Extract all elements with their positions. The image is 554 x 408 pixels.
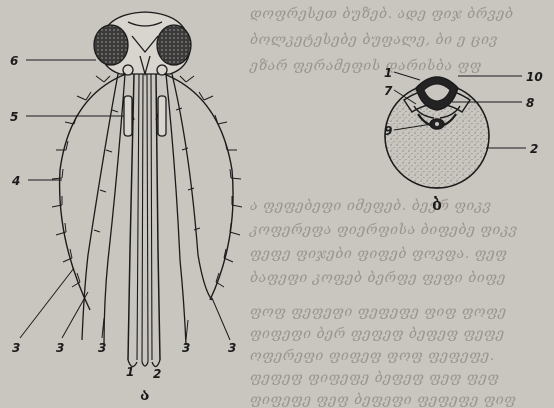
label-10-labrum: 10 bbox=[526, 70, 543, 84]
label-3-palp: 3 bbox=[98, 341, 106, 355]
antenna-left bbox=[60, 74, 126, 310]
label-8-maxilla: 8 bbox=[526, 96, 534, 110]
label-1-stylet: 1 bbox=[126, 365, 134, 379]
figure-b-caption: ბ bbox=[432, 195, 442, 214]
label-3-palp: 3 bbox=[56, 341, 64, 355]
antenna-right bbox=[164, 74, 233, 300]
label-3-palp: 3 bbox=[12, 341, 20, 355]
label-6-eye: 6 bbox=[10, 54, 18, 68]
label-5-labium: 5 bbox=[10, 110, 18, 124]
compound-eye-left bbox=[94, 25, 128, 65]
label-1-labrum-edge: 1 bbox=[384, 66, 392, 80]
palp-left-inner bbox=[104, 74, 125, 345]
palp-left-outer bbox=[82, 74, 118, 340]
compound-eye-right bbox=[157, 25, 191, 65]
label-4-antenna: 4 bbox=[11, 174, 20, 188]
label-2-labium: 2 bbox=[530, 142, 538, 156]
label-9-hypopharynx: 9 bbox=[384, 124, 392, 138]
label-3-palp: 3 bbox=[182, 341, 190, 355]
figure-a-mosquito-head bbox=[52, 12, 242, 367]
stylet-hypopharynx bbox=[147, 74, 148, 362]
stylet-labrum bbox=[137, 74, 139, 360]
figure-a-caption: ა bbox=[140, 385, 150, 404]
label-7-mandible: 7 bbox=[384, 84, 393, 98]
palp-right-inner bbox=[166, 74, 186, 345]
label-2-stylet: 2 bbox=[153, 367, 161, 381]
label-3-palp: 3 bbox=[228, 341, 236, 355]
palp-right-outer bbox=[172, 74, 212, 300]
